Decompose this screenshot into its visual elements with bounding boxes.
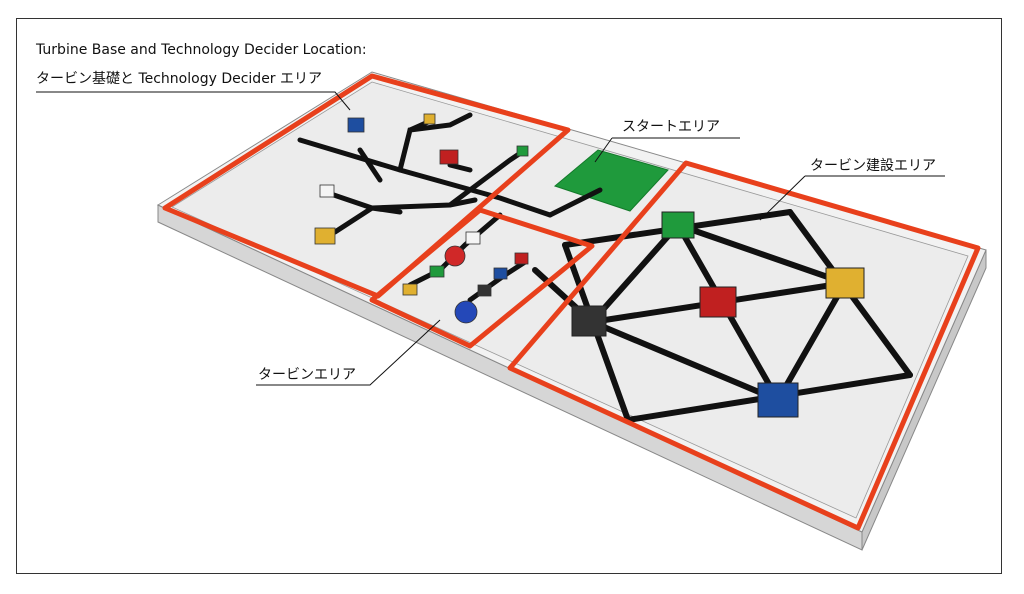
base-area-title-jp: タービン基礎と Technology Decider エリア <box>36 71 323 87</box>
leader-lines <box>36 91 945 386</box>
turbine-items <box>402 231 529 324</box>
construction-nodes <box>571 211 865 418</box>
construction-area-label: タービン建設エリア <box>810 158 936 174</box>
base-cubes <box>314 113 529 245</box>
turbine-area-outline <box>369 207 595 349</box>
area-outlines <box>162 73 981 531</box>
turbine-area-label: タービンエリア <box>258 367 356 383</box>
figure-frame <box>16 18 1002 574</box>
start-area-label: スタートエリア <box>622 119 720 135</box>
base-area-title-en: Turbine Base and Technology Decider Loca… <box>36 42 367 58</box>
start-pad <box>553 149 669 212</box>
base-area-outline <box>162 73 571 299</box>
construction-area-outline <box>507 160 981 531</box>
